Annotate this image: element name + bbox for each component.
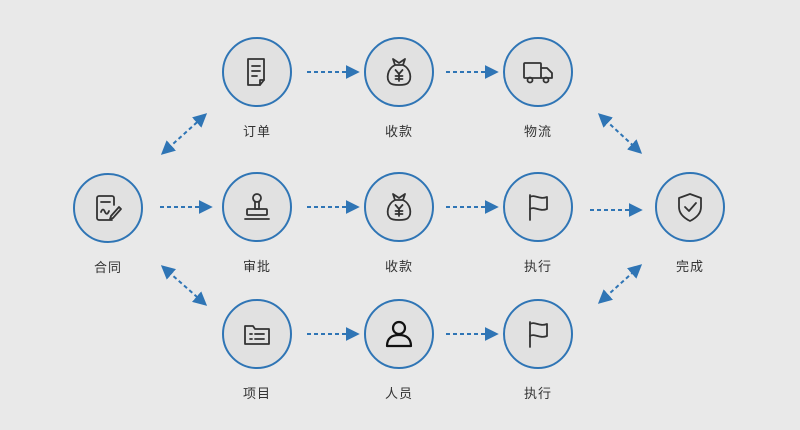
node-circle[interactable] (503, 37, 573, 107)
node-circle[interactable] (364, 299, 434, 369)
node-label: 合同 (93, 261, 122, 276)
node-label: 项目 (242, 387, 271, 402)
node-label: 完成 (675, 260, 704, 275)
node-circle[interactable] (222, 172, 292, 242)
flag-icon (529, 194, 548, 221)
flag-icon (529, 321, 548, 348)
node-circle[interactable] (364, 172, 434, 242)
node-contract[interactable]: 合同 (58, 173, 158, 283)
truck-icon (523, 62, 553, 84)
node-circle[interactable] (222, 37, 292, 107)
contract-icon (96, 195, 122, 221)
node-approval[interactable]: 审批 (207, 172, 307, 282)
node-circle[interactable] (364, 37, 434, 107)
document-icon (247, 58, 265, 86)
node-execute-middle[interactable]: 执行 (488, 172, 588, 282)
stamp-icon (244, 193, 270, 220)
money-bag-icon (386, 193, 412, 221)
node-execute-bottom[interactable]: 执行 (488, 299, 588, 409)
arrow-logistics-complete (597, 113, 643, 154)
node-staff[interactable]: 人员 (349, 299, 449, 409)
node-label: 人员 (384, 387, 413, 402)
shield-check-icon (678, 193, 702, 222)
node-payment-middle[interactable]: 收款 (349, 172, 449, 282)
arrow-execute-complete (597, 264, 643, 304)
money-bag-icon (386, 58, 412, 86)
node-circle[interactable] (655, 172, 725, 242)
node-label: 订单 (242, 125, 271, 140)
node-payment-top[interactable]: 收款 (349, 37, 449, 147)
node-circle[interactable] (73, 173, 143, 243)
arrow-contract-order (160, 113, 208, 155)
node-order[interactable]: 订单 (207, 37, 307, 147)
arrow-contract-project (160, 265, 208, 306)
node-label: 物流 (523, 125, 552, 140)
node-label: 执行 (523, 260, 552, 275)
node-circle[interactable] (503, 172, 573, 242)
node-label: 审批 (242, 260, 271, 275)
node-complete[interactable]: 完成 (640, 172, 740, 282)
node-logistics[interactable]: 物流 (488, 37, 588, 147)
folder-icon (244, 325, 270, 345)
node-circle[interactable] (222, 299, 292, 369)
node-circle[interactable] (503, 299, 573, 369)
person-icon (385, 320, 413, 348)
node-project[interactable]: 项目 (207, 299, 307, 409)
node-label: 收款 (384, 260, 413, 275)
node-label: 收款 (384, 125, 413, 140)
node-label: 执行 (523, 387, 552, 402)
